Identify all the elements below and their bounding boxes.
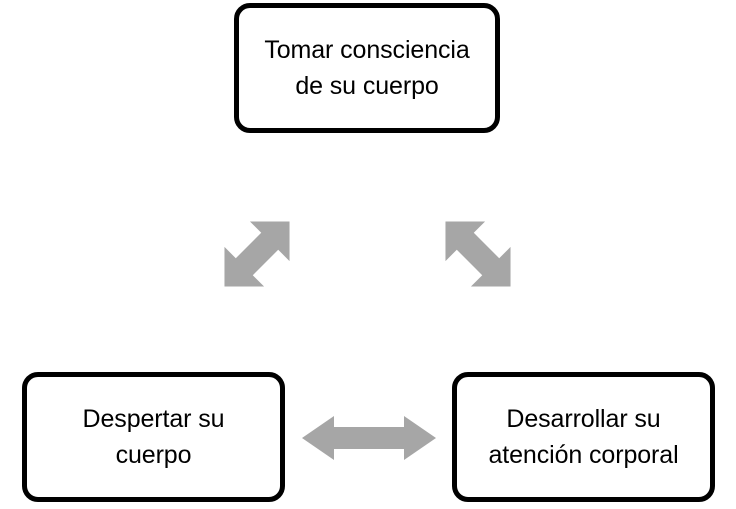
node-despertar-su-cuerpo[interactable]: Despertar su cuerpo xyxy=(22,372,285,502)
node-bottom-left-label: Despertar su cuerpo xyxy=(82,405,225,469)
node-top-label: Tomar consciencia de su cuerpo xyxy=(264,36,470,100)
double-headed-arrow-icon-right-diagonal xyxy=(445,221,511,287)
node-bottom-right-label: Desarrollar su atención corporal xyxy=(488,405,679,469)
node-desarrollar-atencion-corporal[interactable]: Desarrollar su atención corporal xyxy=(452,372,715,502)
double-headed-arrow-icon-horizontal xyxy=(302,416,436,460)
node-tomar-consciencia[interactable]: Tomar consciencia de su cuerpo xyxy=(234,3,500,133)
double-headed-arrow-icon-left-diagonal xyxy=(224,221,290,287)
